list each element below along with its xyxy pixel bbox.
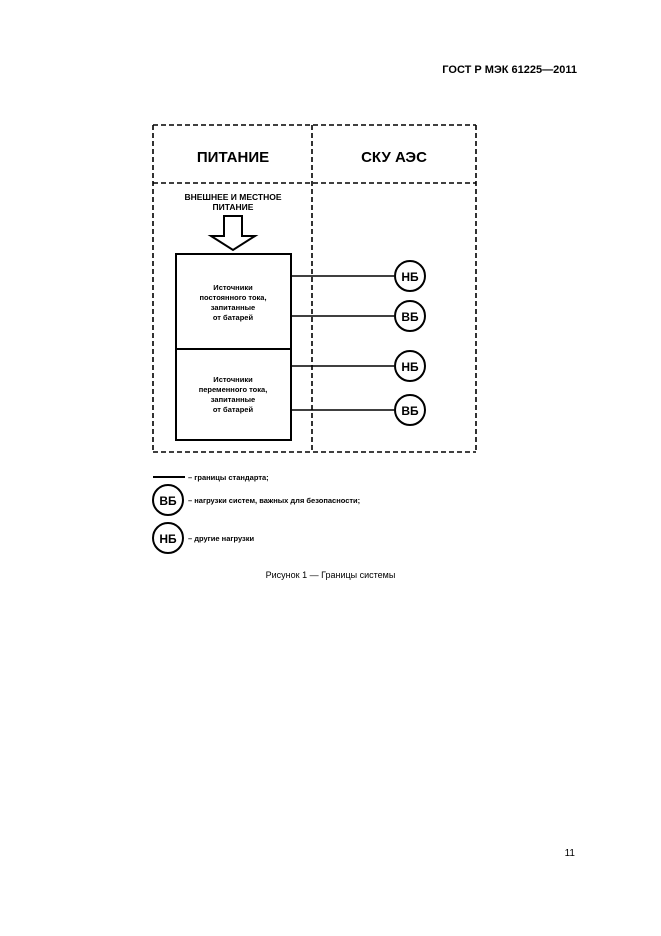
legend-nb-symbol: НБ: [159, 532, 177, 546]
dc-source-line: Источники: [213, 283, 253, 292]
legend-boundary-text: – границы стандарта;: [188, 473, 269, 482]
dc-source-line: запитанные: [211, 303, 255, 312]
ac-source-line: Источники: [213, 375, 253, 384]
figure-caption: Рисунок 1 — Границы системы: [265, 570, 396, 580]
legend: – границы стандарта; ВБ – нагрузки систе…: [152, 473, 360, 554]
ac-source-label: Источники переменного тока, запитанные о…: [199, 375, 268, 414]
external-power-label-line1: ВНЕШНЕЕ И МЕСТНОЕ: [184, 192, 281, 202]
column-title-control-system: СКУ АЭС: [361, 149, 427, 166]
column-title-power: ПИТАНИЕ: [197, 149, 269, 166]
standard-boundary-lines: [152, 124, 477, 453]
down-arrow-icon: [207, 215, 259, 252]
load-vb-1: ВБ: [394, 300, 426, 332]
ac-source-line: переменного тока,: [199, 385, 268, 394]
document-header: ГОСТ Р МЭК 61225—2011: [442, 64, 577, 76]
legend-nb-text: – другие нагрузки: [188, 534, 255, 543]
dc-source-line: от батарей: [213, 313, 254, 322]
load-symbol: НБ: [401, 270, 419, 284]
ac-source-box: [175, 348, 292, 441]
dc-source-box: [175, 253, 292, 350]
legend-vb-symbol: ВБ: [159, 494, 177, 508]
legend-vb-text: – нагрузки систем, важных для безопаснос…: [188, 496, 360, 505]
load-symbol: НБ: [401, 360, 419, 374]
dc-source-line: постоянного тока,: [199, 293, 266, 302]
ac-source-line: от батарей: [213, 405, 254, 414]
load-nb-1: НБ: [394, 260, 426, 292]
load-vb-2: ВБ: [394, 394, 426, 426]
dc-source-label: Источники постоянного тока, запитанные о…: [199, 283, 266, 322]
external-power-label-line2: ПИТАНИЕ: [213, 202, 254, 212]
load-symbol: ВБ: [401, 404, 419, 418]
load-connections: [291, 275, 394, 411]
load-symbol: ВБ: [401, 310, 419, 324]
page-number: 11: [564, 848, 575, 859]
load-nb-2: НБ: [394, 350, 426, 382]
ac-source-line: запитанные: [211, 395, 255, 404]
